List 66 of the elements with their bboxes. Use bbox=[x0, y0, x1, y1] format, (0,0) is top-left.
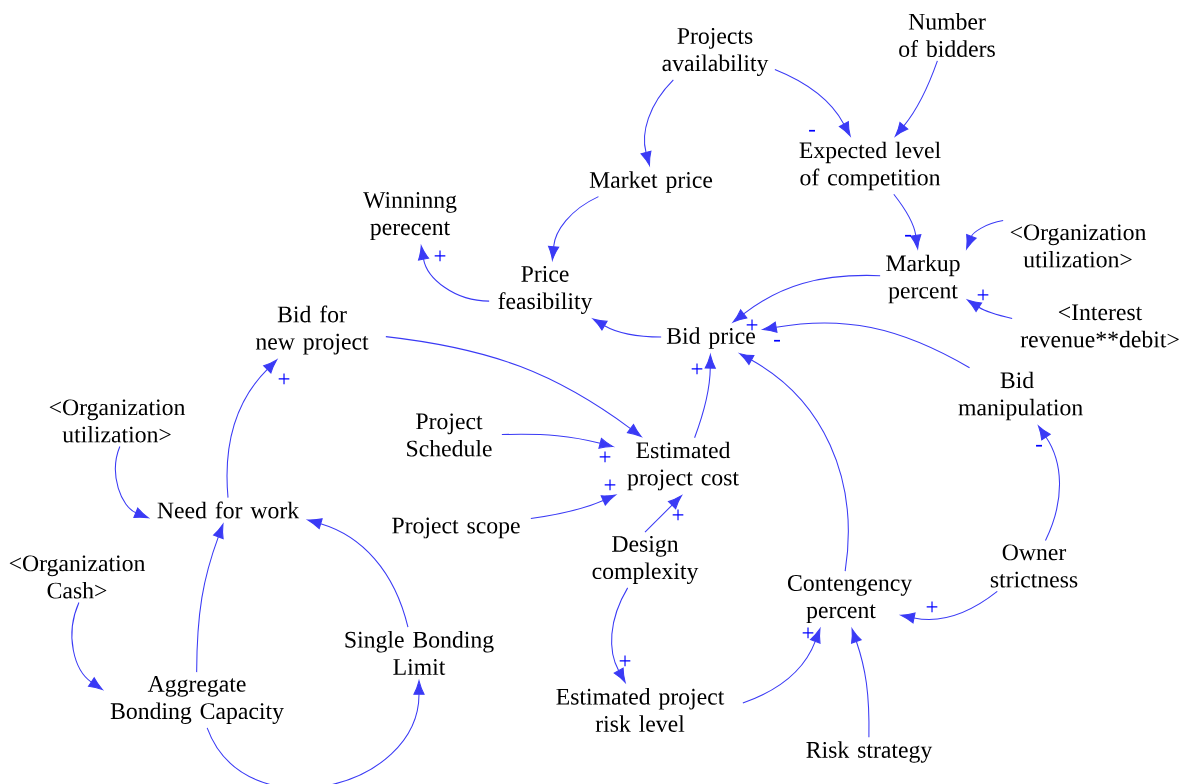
causal-arrow bbox=[548, 196, 599, 261]
variable-label: <Organization Cash> bbox=[9, 555, 146, 599]
causal-arrow bbox=[732, 274, 881, 323]
causal-arrow bbox=[592, 318, 662, 338]
causal-arrow bbox=[966, 220, 1004, 250]
causal-arrow bbox=[71, 601, 103, 691]
causal-arrow bbox=[851, 628, 870, 738]
variable-label: Contengency percent bbox=[788, 575, 913, 623]
causal-arrow bbox=[694, 354, 716, 439]
causal-arrow bbox=[644, 495, 682, 533]
variable-label: Single Bonding Limit bbox=[345, 631, 494, 675]
causal-arrow bbox=[739, 353, 849, 572]
polarity-sign: + bbox=[672, 509, 684, 521]
causal-arrow bbox=[114, 445, 149, 519]
causal-arrow bbox=[226, 359, 278, 499]
causal-arrow bbox=[967, 299, 1013, 320]
variable-label: Market price bbox=[589, 171, 713, 193]
polarity-sign: - bbox=[1036, 444, 1042, 447]
variable-label: Aggregate Bonding Capacity bbox=[110, 676, 284, 724]
variable-label: Project scope bbox=[392, 517, 520, 539]
variable-label: <Organization utilization> bbox=[49, 399, 186, 443]
polarity-sign: + bbox=[604, 479, 616, 491]
causal-arrow bbox=[418, 245, 490, 302]
polarity-sign: + bbox=[691, 363, 703, 375]
variable-label: <Interest revenue**debit> bbox=[1020, 304, 1179, 348]
causal-arrow bbox=[501, 433, 614, 449]
polarity-sign: + bbox=[977, 289, 989, 301]
variable-label: Project Schedule bbox=[407, 413, 492, 457]
variable-label: Estimated project risk level bbox=[556, 688, 725, 732]
variable-label: <Organization utilization> bbox=[1010, 224, 1147, 268]
causal-arrow bbox=[900, 590, 998, 624]
causal-arrow bbox=[530, 494, 616, 519]
variable-label: Bid manipulation bbox=[958, 371, 1083, 421]
variable-label: Winninng perecent bbox=[363, 192, 457, 240]
polarity-sign: + bbox=[434, 250, 446, 262]
variable-label: Price feasibility bbox=[498, 265, 593, 315]
polarity-sign: + bbox=[599, 451, 611, 463]
variable-label: Markup percent bbox=[886, 254, 960, 304]
variable-label: Owner strictness bbox=[990, 544, 1078, 588]
causal-arrow bbox=[206, 680, 425, 784]
polarity-sign: - bbox=[809, 129, 815, 132]
variable-label: Expected level of competition bbox=[799, 141, 941, 191]
polarity-sign: + bbox=[926, 601, 938, 613]
causal-arrow bbox=[893, 193, 922, 250]
causal-arrow bbox=[307, 518, 409, 628]
polarity-sign: - bbox=[774, 339, 780, 342]
causal-arrow bbox=[894, 60, 938, 137]
causal-arrow bbox=[774, 69, 851, 137]
causal-arrow bbox=[1038, 425, 1061, 542]
causal-arrow bbox=[762, 321, 971, 369]
causal-arrow bbox=[385, 336, 642, 437]
causal-arrow bbox=[611, 587, 629, 683]
polarity-sign: + bbox=[802, 627, 814, 639]
variable-label: Bid for new project bbox=[255, 305, 369, 355]
variable-label: Estimated project cost bbox=[627, 441, 739, 491]
variable-label: Design complexity bbox=[592, 535, 699, 585]
variable-label: Number of bidders bbox=[899, 13, 995, 57]
polarity-sign: + bbox=[619, 655, 631, 667]
causal-arrow bbox=[196, 523, 224, 673]
variable-label: Risk strategy bbox=[806, 741, 933, 763]
polarity-sign: - bbox=[905, 234, 911, 237]
causal-arrow bbox=[742, 628, 821, 704]
variable-label: Need for work bbox=[157, 501, 300, 519]
causal-arrow bbox=[640, 79, 674, 166]
variable-label: Projects availability bbox=[662, 27, 769, 77]
polarity-sign: + bbox=[278, 373, 290, 385]
